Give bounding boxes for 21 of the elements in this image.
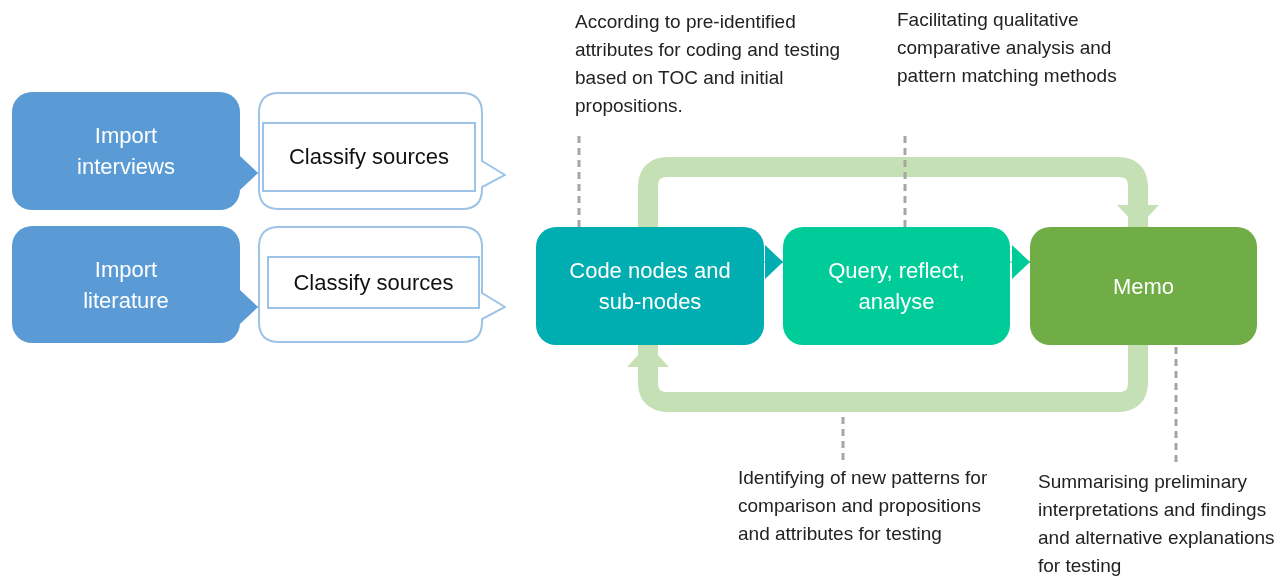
loop-arrow — [627, 345, 1148, 412]
process-box: Code nodes and sub-nodes — [536, 227, 764, 345]
process-box: Import literature — [12, 226, 240, 343]
annotation-text: According to pre-identified attributes for coding and testing based on TOC and initial propositions. — [575, 8, 850, 126]
pointer-arrow — [763, 245, 784, 279]
process-box: Query, reflect, analyse — [783, 227, 1010, 345]
callout-box — [258, 226, 506, 343]
process-box: Memo — [1030, 227, 1257, 345]
pointer-arrow — [239, 156, 259, 190]
pointer-arrow — [1009, 245, 1031, 279]
leader-line — [903, 136, 907, 227]
label-box: Classify sources — [267, 256, 480, 309]
annotation-text: Facilitating qualitative comparative analysis and pattern matching methods — [897, 6, 1127, 118]
label-box: Classify sources — [262, 122, 476, 192]
callout-box — [258, 92, 506, 210]
annotation-text: Summarising preliminary interpretations and findings and alternative explanations for testing — [1038, 468, 1281, 576]
leader-line — [577, 136, 581, 227]
process-box: Import interviews — [12, 92, 240, 210]
pointer-arrow — [239, 290, 259, 324]
leader-line — [1174, 345, 1178, 462]
annotation-text: Identifying of new patterns for comparison and propositions and attributes for testing — [738, 464, 988, 576]
